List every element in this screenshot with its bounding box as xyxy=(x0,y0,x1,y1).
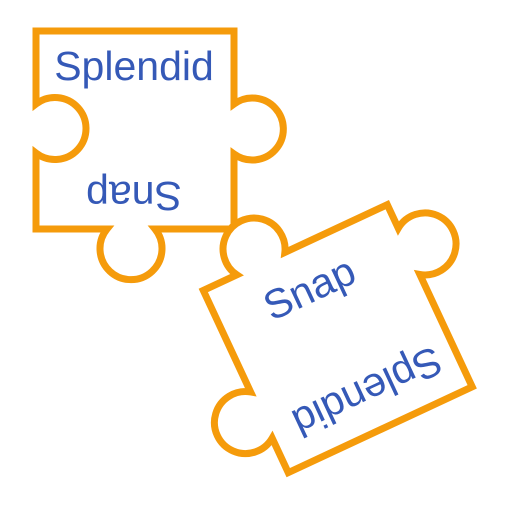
puzzle-piece-1-bottom-word: Snap xyxy=(86,173,182,219)
puzzle-piece-1-top-word: Splendid xyxy=(54,43,214,89)
puzzle-piece-1: Splendid Snap xyxy=(32,27,287,284)
puzzle-piece-1-outline xyxy=(32,27,287,284)
puzzle-piece-2-outline xyxy=(198,200,477,478)
puzzle-piece-2: Snap Splendid xyxy=(198,200,477,478)
